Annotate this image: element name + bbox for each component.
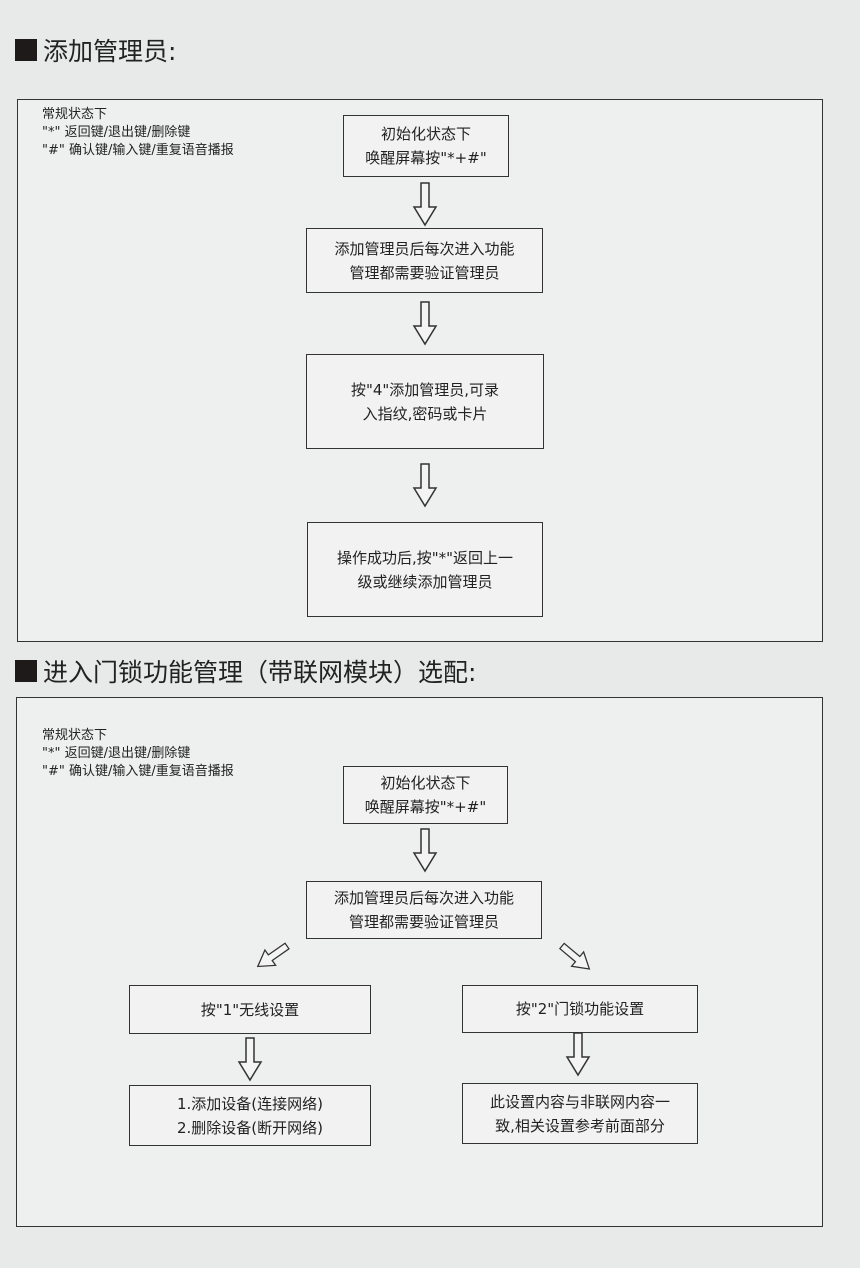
section-1-title-text: 添加管理员: — [43, 37, 177, 66]
section-2-title-text: 进入门锁功能管理（带联网模块）选配: — [43, 658, 477, 687]
note-line: "*" 返回键/退出键/删除键 — [42, 746, 191, 761]
note-line: "*" 返回键/退出键/删除键 — [42, 125, 191, 140]
diagonal-arrow-right-icon — [555, 938, 596, 977]
bullet-square-icon — [15, 660, 37, 682]
flow2-step-2: 添加管理员后每次进入功能管理都需要验证管理员 — [306, 881, 542, 939]
wireless-options-step: 1.添加设备(连接网络) 2.删除设备(断开网络) — [129, 1085, 371, 1146]
step-text-line: 按"1"无线设置 — [200, 1000, 300, 1019]
step-text-line: 入指纹,密码或卡片 — [362, 404, 488, 423]
flow-step-4: 操作成功后,按"*"返回上一级或继续添加管理员 — [307, 522, 543, 617]
step-text-line: 按"2"门锁功能设置 — [515, 1000, 645, 1018]
step-text-line: 唤醒屏幕按"*+#" — [365, 149, 487, 167]
step-text-line: 1.添加设备(连接网络) — [176, 1094, 324, 1113]
step-text-line: 按"4"添加管理员,可录 — [350, 380, 500, 399]
step-text-line: 添加管理员后每次进入功能 — [334, 239, 515, 258]
step-text-line: 添加管理员后每次进入功能 — [333, 889, 514, 907]
step-text-line: 操作成功后,按"*"返回上一 — [336, 548, 514, 567]
down-arrow-icon — [566, 1032, 590, 1076]
diagonal-arrow-left-icon — [251, 937, 294, 975]
step-text-line: 初始化状态下 — [380, 125, 471, 143]
step-text-line: 此设置内容与非联网内容一 — [489, 1092, 670, 1111]
wireless-settings-step: 按"1"无线设置 — [129, 985, 371, 1034]
note-line: 常规状态下 — [42, 107, 108, 122]
step-text-line: 唤醒屏幕按"*+#" — [364, 798, 487, 816]
down-arrow-icon — [413, 182, 437, 226]
down-arrow-icon — [413, 301, 437, 345]
flow2-step-1: 初始化状态下唤醒屏幕按"*+#" — [343, 766, 508, 824]
down-arrow-icon — [413, 463, 437, 507]
step-text-line: 级或继续添加管理员 — [357, 572, 493, 591]
section-2-title: 进入门锁功能管理（带联网模块）选配: — [15, 653, 476, 689]
section-2-notes: 常规状态下 "*" 返回键/退出键/删除键 "#" 确认键/输入键/重复语音播报 — [42, 727, 234, 781]
step-text-line: 初始化状态下 — [380, 774, 471, 792]
down-arrow-icon — [413, 828, 437, 872]
step-text-line: 管理都需要验证管理员 — [348, 913, 499, 931]
flow-step-2: 添加管理员后每次进入功能管理都需要验证管理员 — [306, 228, 543, 293]
bullet-square-icon — [15, 39, 37, 61]
section-1-title: 添加管理员: — [15, 32, 176, 68]
lock-settings-note-step: 此设置内容与非联网内容一致,相关设置参考前面部分 — [462, 1083, 698, 1144]
note-line: "#" 确认键/输入键/重复语音播报 — [42, 764, 234, 779]
flow-step-3: 按"4"添加管理员,可录入指纹,密码或卡片 — [306, 354, 544, 449]
section-1-notes: 常规状态下 "*" 返回键/退出键/删除键 "#" 确认键/输入键/重复语音播报 — [42, 106, 234, 160]
flow-step-1: 初始化状态下唤醒屏幕按"*+#" — [343, 115, 509, 177]
step-text-line: 2.删除设备(断开网络) — [176, 1118, 324, 1137]
down-arrow-icon — [238, 1037, 262, 1081]
note-line: "#" 确认键/输入键/重复语音播报 — [42, 143, 234, 158]
note-line: 常规状态下 — [42, 728, 108, 743]
step-text-line: 致,相关设置参考前面部分 — [495, 1116, 665, 1135]
step-text-line: 管理都需要验证管理员 — [349, 263, 500, 282]
